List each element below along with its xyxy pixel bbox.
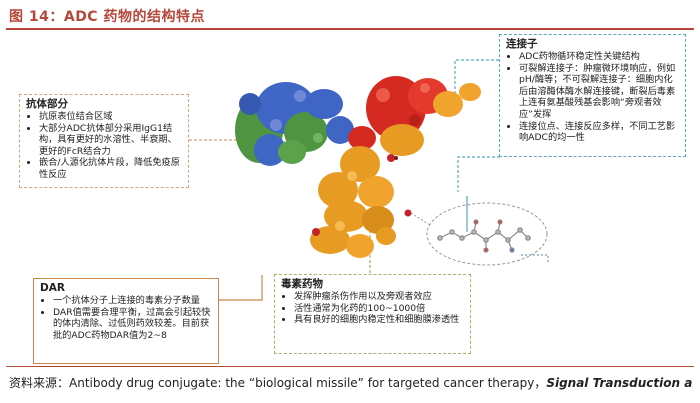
source-line: 资料来源：Antibody drug conjugate: the “biolo… bbox=[9, 374, 693, 391]
conjugated-payloads bbox=[312, 154, 412, 236]
linker-item: 连接位点、连接反应多样，不同工艺影响ADC的均一性 bbox=[519, 121, 679, 144]
payload-molecule bbox=[437, 219, 531, 253]
connector-lines bbox=[189, 59, 549, 301]
antibody-box-list: 抗原表位结合区域 大部分ADC抗体部分采用IgG1结构，具有更好的水溶性、半衰期… bbox=[26, 111, 182, 181]
dar-item: DAR值需要合理平衡，过高会引起较快的体内清除、过低则药效较差。目前获批的ADC… bbox=[53, 307, 212, 342]
toxin-box-list: 发挥肿瘤杀伤作用以及旁观者效应 活性通常为化药的100~1000倍 具有良好的细… bbox=[281, 291, 464, 326]
payload-zoom-ellipse bbox=[426, 202, 548, 266]
antibody-box-title: 抗体部分 bbox=[26, 98, 68, 110]
source-journal: Signal Transduction and bbox=[546, 376, 693, 390]
dar-box: DAR 一个抗体分子上连接的毒素分子数量 DAR值需要合理平衡，过高会引起较快的… bbox=[33, 278, 219, 364]
dar-box-title: DAR bbox=[40, 282, 65, 294]
fab-arm-left bbox=[235, 82, 343, 166]
fab-arm-right bbox=[366, 76, 481, 156]
toxin-box: 毒素药物 发挥肿瘤杀伤作用以及旁观者效应 活性通常为化药的100~1000倍 具… bbox=[274, 274, 471, 354]
antibody-item: 抗原表位结合区域 bbox=[39, 111, 182, 123]
linker-item: 可裂解连接子：肿瘤微环境响应，例如pH/酶等；不可裂解连接子：细胞内化后由溶酶体… bbox=[519, 63, 679, 121]
title-rule bbox=[6, 28, 694, 30]
dar-box-list: 一个抗体分子上连接的毒素分子数量 DAR值需要合理平衡，过高会引起较快的体内清除… bbox=[40, 295, 212, 341]
linker-connector-top bbox=[454, 59, 499, 102]
source-rule bbox=[6, 366, 694, 367]
linker-item: ADC药物循环稳定性关键结构 bbox=[519, 51, 679, 63]
toxin-item: 具有良好的细胞内稳定性和细胞膜渗透性 bbox=[294, 314, 464, 326]
source-prefix: 资料来源： bbox=[9, 376, 70, 390]
antibody-box: 抗体部分 抗原表位结合区域 大部分ADC抗体部分采用IgG1结构，具有更好的水溶… bbox=[19, 94, 189, 188]
toxin-item: 活性通常为化药的100~1000倍 bbox=[294, 303, 464, 315]
dar-connector bbox=[219, 275, 263, 301]
figure-title: 图 14：ADC 药物的结构特点 bbox=[9, 9, 205, 25]
antibody-item: 大部分ADC抗体部分采用IgG1结构，具有更好的水溶性、半衰期、更好的FcR结合… bbox=[39, 123, 182, 158]
source-text: Antibody drug conjugate: the “biological… bbox=[69, 376, 547, 390]
linker-connector-bottom bbox=[457, 156, 500, 192]
toxin-box-title: 毒素药物 bbox=[281, 278, 323, 290]
antibody-item: 嵌合/人源化抗体片段，降低免疫原性反应 bbox=[39, 157, 182, 180]
linker-box-title: 连接子 bbox=[506, 38, 538, 50]
linker-box: 连接子 ADC药物循环稳定性关键结构 可裂解连接子：肿瘤微环境响应，例如pH/酶… bbox=[499, 34, 686, 157]
fc-region bbox=[310, 116, 396, 258]
toxin-item: 发挥肿瘤杀伤作用以及旁观者效应 bbox=[294, 291, 464, 303]
payload-connector bbox=[521, 254, 549, 263]
dar-item: 一个抗体分子上连接的毒素分子数量 bbox=[53, 295, 212, 307]
linker-box-list: ADC药物循环稳定性关键结构 可裂解连接子：肿瘤微环境响应，例如pH/酶等；不可… bbox=[506, 51, 679, 144]
payload-zoom-line bbox=[410, 212, 431, 226]
